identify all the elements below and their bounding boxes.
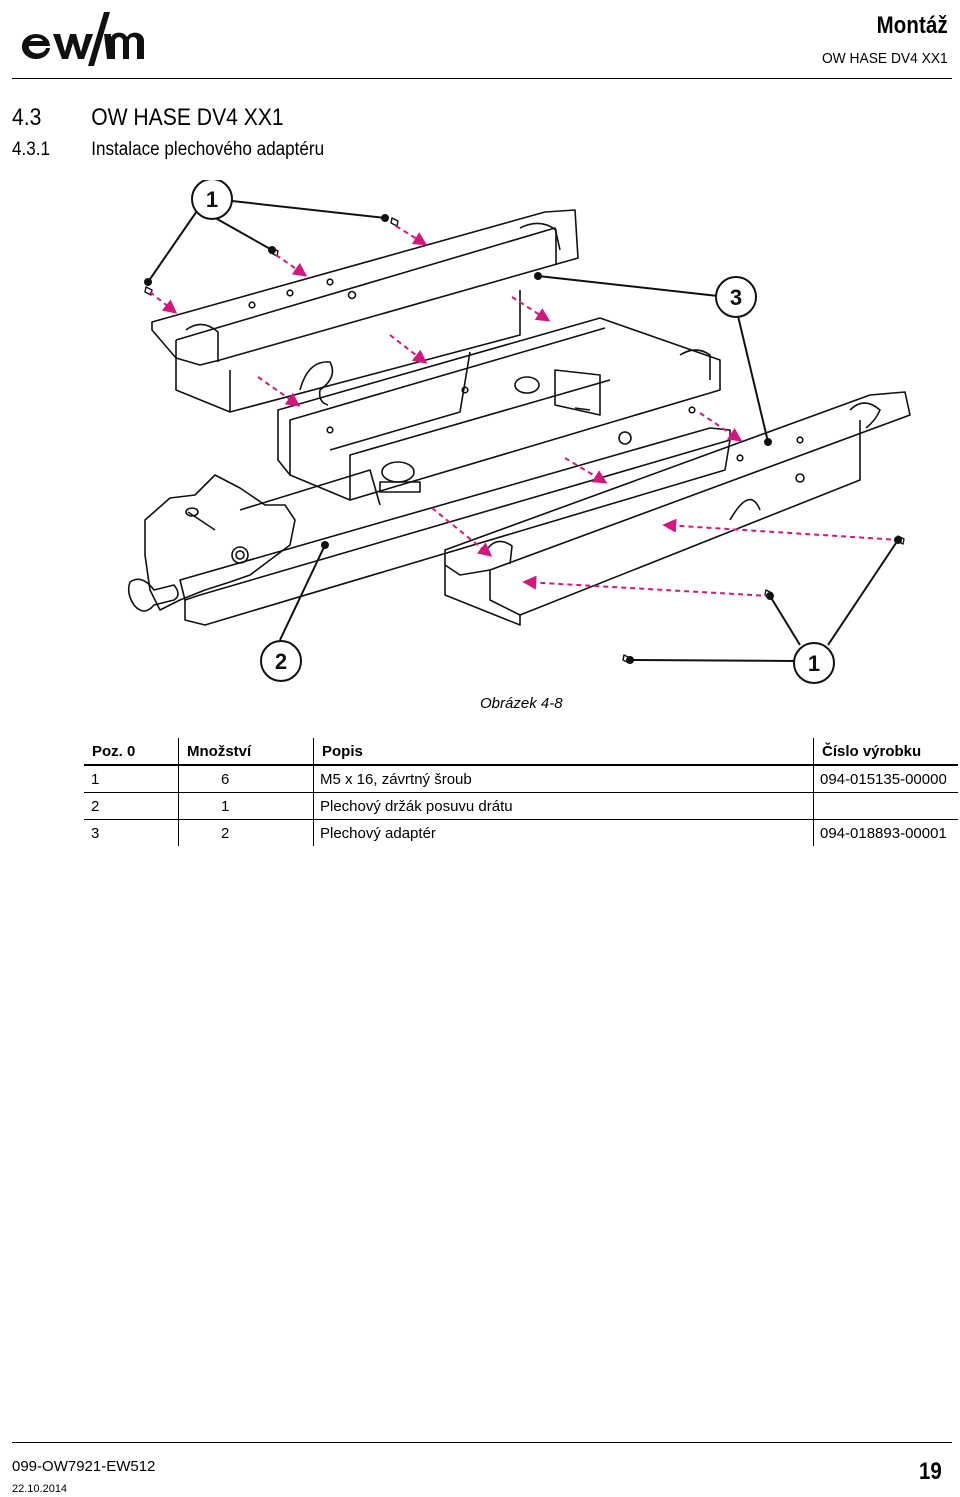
cell-position: 3 [84,819,179,846]
cell-quantity: 2 [178,819,314,846]
callout-label: 1 [206,187,218,212]
callout-label: 2 [275,649,287,674]
cell-part-number: 094-015135-00000 [813,765,958,793]
page-number: 19 [919,1458,942,1485]
heading-level3-text: Instalace plechového adaptéru [91,139,325,160]
callout-circle [260,640,302,682]
footer-divider [12,1442,952,1443]
callout-label: 1 [808,651,820,676]
heading-level2-number: 4.3 [12,104,42,131]
col-header-description: Popis [313,738,814,766]
figure-caption: Obrázek 4-8 [480,695,563,712]
document-number: 099-OW7921-EW512 [12,1458,156,1475]
callout-circle [191,180,233,220]
assembly-diagram: 1 3 2 1 [127,180,911,684]
cell-description: Plechový adaptér [313,819,814,846]
upper-adapter-plate [151,209,579,413]
ewm-logo [21,12,144,66]
cell-part-number: 094-018893-00001 [820,825,947,842]
table-row: 1 6 M5 x 16, závrtný šroub 094-015135-00… [84,765,958,793]
screws [144,217,905,664]
col-header-quantity: Množství [178,738,314,766]
table-row: 3 2 Plechový adaptér 094-018893-00001 [84,819,958,846]
parts-table: Poz. 0 Množství Popis Číslo výrobku 1 6 … [84,738,958,846]
heading-level2-text: OW HASE DV4 XX1 [91,104,284,131]
section-title: Montáž [876,12,948,39]
heading-level2: 4.3 OW HASE DV4 XX1 [12,104,284,132]
cell-part-number [813,792,958,820]
cell-quantity: 6 [178,765,314,793]
cell-description: M5 x 16, závrtný šroub [313,765,814,793]
lower-adapter-plate [444,391,911,626]
cell-quantity: 1 [178,792,314,820]
cell-position: 1 [84,765,179,793]
wire-feed-holder [277,317,721,501]
col-header-position: Poz. 0 [84,738,179,766]
document-date: 22.10.2014 [12,1483,68,1495]
product-subtitle: OW HASE DV4 XX1 [822,50,948,67]
cell-description: Plechový držák posuvu drátu [313,792,814,820]
table-header-row: Poz. 0 Množství Popis Číslo výrobku [84,738,958,766]
col-header-part-number: Číslo výrobku [813,738,958,766]
callout-circle [793,642,835,684]
callout-label: 3 [730,285,742,310]
heading-level3: 4.3.1 Instalace plechového adaptéru [12,139,324,161]
header-divider [12,78,952,79]
heading-level3-number: 4.3.1 [12,139,51,160]
lower-rail [127,427,731,626]
table-row: 2 1 Plechový držák posuvu drátu [84,792,958,820]
cell-position: 2 [84,792,179,820]
callout-circle [715,276,757,318]
